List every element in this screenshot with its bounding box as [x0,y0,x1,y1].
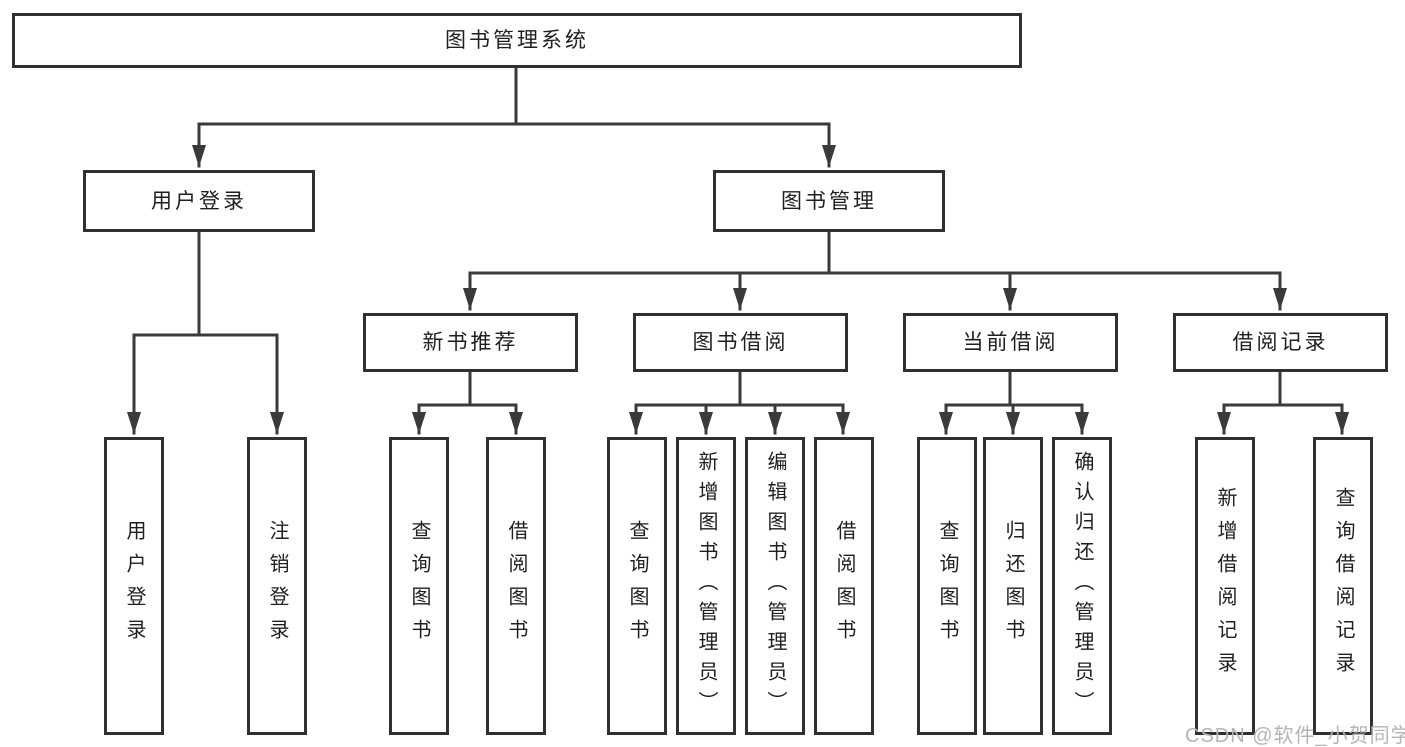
node-book-management: 图书管理 [713,170,945,232]
rail-user-login [132,230,279,337]
leaf-add-borrow-record: 新增借阅记录 [1195,437,1255,735]
rail-borrowing-records [1222,370,1344,407]
node-label: 借阅图书 [505,520,527,652]
node-label: 归还图书 [1002,520,1024,652]
leaf-query-books-borrowing: 查询图书 [607,437,667,735]
rail-current-borrowing [944,370,1084,407]
node-label: 查询图书 [936,520,958,652]
rail-book-borrowing [634,370,845,407]
node-label: 图书管理系统 [445,29,589,52]
node-label: 用户登录 [123,520,145,652]
node-label: 新增图书（管理员） [695,451,717,721]
node-label: 注销登录 [266,520,288,652]
node-label: 新增借阅记录 [1214,487,1236,685]
node-label: 图书管理 [781,189,877,213]
leaf-borrow-books-borrowing: 借阅图书 [814,437,874,735]
leaf-add-books-admin: 新增图书（管理员） [676,437,736,735]
rail-new-book-recommend [417,370,518,407]
leaf-edit-books-admin: 编辑图书（管理员） [745,437,805,735]
leaf-query-books-current: 查询图书 [917,437,977,735]
node-current-borrowing: 当前借阅 [903,313,1118,372]
node-label: 确认归还（管理员） [1071,451,1093,721]
node-label: 借阅图书 [833,520,855,652]
csdn-watermark: CSDN @软件_小贺同学 [1185,725,1405,747]
leaf-query-books-recommend: 查询图书 [389,437,449,735]
leaf-borrow-books-recommend: 借阅图书 [486,437,546,735]
node-label: 编辑图书（管理员） [764,451,786,721]
leaf-user-login: 用户登录 [104,437,164,735]
node-label: 当前借阅 [962,331,1059,354]
node-label: 查询借阅记录 [1332,487,1354,685]
leaf-confirm-return-admin: 确认归还（管理员） [1052,437,1112,735]
node-label: 借阅记录 [1232,331,1329,354]
rail-book-management [468,230,1282,275]
leaf-return-books: 归还图书 [983,437,1043,735]
node-user-login: 用户登录 [83,170,315,232]
node-label: 查询图书 [408,520,430,652]
node-label: 图书借阅 [692,331,789,354]
node-new-book-recommend: 新书推荐 [363,313,578,372]
leaf-logout-login: 注销登录 [247,437,307,735]
node-label: 用户登录 [151,189,247,213]
rail-root [197,65,831,126]
leaf-query-borrow-record: 查询借阅记录 [1313,437,1373,735]
node-label: 查询图书 [626,520,648,652]
node-library-system: 图书管理系统 [12,13,1022,68]
node-borrowing-records: 借阅记录 [1173,313,1388,372]
node-label: 新书推荐 [422,331,519,354]
node-book-borrowing: 图书借阅 [633,313,848,372]
